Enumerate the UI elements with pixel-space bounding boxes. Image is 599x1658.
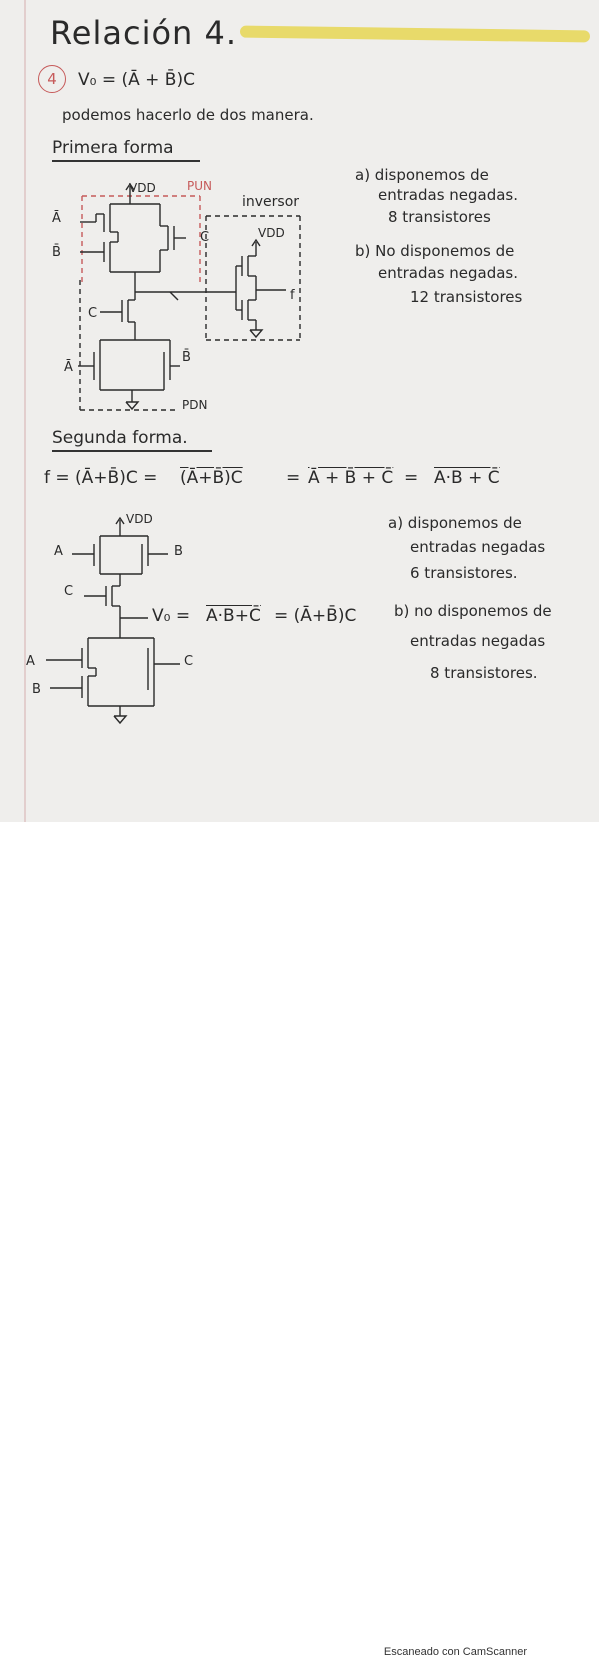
primera-c-series bbox=[100, 292, 136, 340]
primera-b-line2: entradas negadas. bbox=[378, 264, 519, 282]
primera-f: f bbox=[290, 288, 295, 303]
segunda-vo-eq: = (Ā+B̄)C bbox=[274, 606, 357, 626]
segunda-b-line2: entradas negadas bbox=[410, 632, 546, 650]
segunda-a-line2: entradas negadas bbox=[410, 538, 546, 556]
segunda-eq-p3: A·B + C̄ bbox=[434, 468, 500, 488]
pun-boundary bbox=[81, 195, 201, 282]
problem-number: 4 bbox=[38, 65, 66, 93]
primera-a-line2: entradas negadas. bbox=[378, 186, 519, 204]
primera-output-node bbox=[135, 291, 236, 301]
segunda-vdd: VDD bbox=[126, 512, 153, 526]
segunda-in-b: B bbox=[174, 544, 183, 559]
page-title: Relación 4. bbox=[50, 14, 238, 52]
segunda-pdn-a: A bbox=[26, 654, 35, 669]
segunda-a-line3: 6 transistores. bbox=[410, 564, 518, 582]
primera-pdn: PDN bbox=[182, 398, 208, 412]
segunda-vo-label: V₀ = bbox=[152, 606, 191, 626]
pdn-boundary bbox=[79, 280, 176, 411]
primera-in-a-bar-pdn: Ā bbox=[64, 360, 73, 375]
primera-pun-network bbox=[80, 203, 186, 292]
primera-heading: Primera forma bbox=[52, 138, 174, 158]
segunda-a-line1: a) disponemos de bbox=[388, 514, 522, 532]
segunda-pdn bbox=[46, 637, 180, 725]
segunda-eq-p2: Ā + B̄ + C̄ bbox=[308, 468, 394, 488]
primera-b-line3: 12 transistores bbox=[410, 288, 523, 306]
notebook-page: Relación 4. 4 V₀ = (Ā + B̄)C podemos hac… bbox=[0, 0, 599, 822]
segunda-pun bbox=[72, 535, 168, 638]
primera-pdn-network bbox=[78, 339, 180, 411]
scanner-watermark: Escaneado con CamScanner bbox=[383, 1646, 527, 1658]
segunda-vdd-arrow bbox=[115, 516, 125, 536]
primera-pun: PUN bbox=[187, 179, 212, 193]
vo-expression: V₀ = (Ā + B̄)C bbox=[78, 70, 195, 90]
segunda-in-a: A bbox=[54, 544, 63, 559]
inverter-transistors bbox=[235, 238, 286, 339]
primera-a-line1: a) disponemos de bbox=[355, 166, 489, 184]
segunda-underline bbox=[52, 450, 212, 452]
primera-in-b-bar-pdn: B̄ bbox=[182, 350, 191, 365]
segunda-eq-sign2: = bbox=[286, 468, 301, 488]
segunda-eq-f: f = (Ā+B̄)C = bbox=[44, 468, 158, 488]
primera-inversor: inversor bbox=[242, 194, 300, 210]
segunda-vo-expr: A·B+C̄ bbox=[206, 606, 261, 626]
primera-in-b-bar: B̄ bbox=[52, 245, 61, 260]
primera-vdd: VDD bbox=[129, 181, 156, 195]
margin-line bbox=[24, 0, 26, 822]
primera-vdd-arrow bbox=[125, 182, 135, 204]
segunda-b-line1: b) no disponemos de bbox=[394, 602, 552, 620]
primera-b-line1: b) No disponemos de bbox=[355, 242, 515, 260]
footer-bar: Escaneado con CamScanner bbox=[0, 822, 599, 1658]
inverter-boundary bbox=[205, 215, 301, 341]
segunda-eq-sign3: = bbox=[404, 468, 419, 488]
segunda-eq-p1: (Ā+B̄)C bbox=[180, 468, 243, 488]
segunda-heading: Segunda forma. bbox=[52, 428, 188, 448]
intro-text: podemos hacerlo de dos manera. bbox=[62, 106, 314, 124]
segunda-pdn-b: B bbox=[32, 682, 41, 697]
primera-in-c-left: C bbox=[88, 306, 98, 321]
segunda-b-line3: 8 transistores. bbox=[430, 664, 538, 682]
segunda-pdn-c: C bbox=[184, 654, 194, 669]
segunda-in-c: C bbox=[64, 584, 74, 599]
primera-in-a-bar: Ā bbox=[52, 211, 61, 226]
circuit-drawings bbox=[46, 182, 301, 725]
primera-in-c-top: C bbox=[200, 230, 210, 245]
primera-inv-vdd: VDD bbox=[258, 226, 285, 240]
primera-a-line3: 8 transistores bbox=[388, 208, 491, 226]
primera-underline bbox=[52, 160, 200, 162]
